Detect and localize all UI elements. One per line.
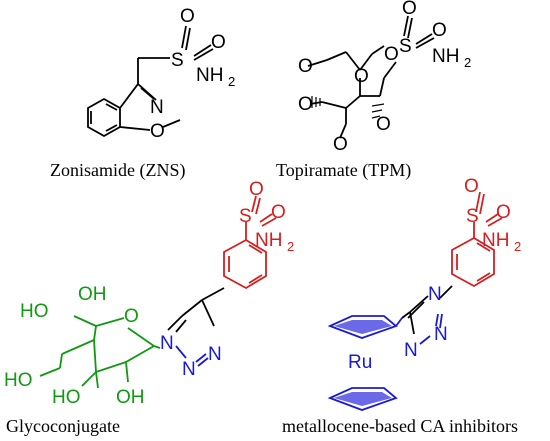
tpm-o-left: O <box>298 94 313 115</box>
tpm-o1-atom: O <box>402 0 417 19</box>
glyco-benzenesulfonamide <box>223 195 277 290</box>
glyco-n2-atom: N <box>182 359 196 380</box>
zns-o-atom: O <box>150 121 165 142</box>
tpm-o-upper-left: O <box>298 56 313 77</box>
glyco-sugar <box>39 315 161 389</box>
tpm-o-right: O <box>376 114 391 135</box>
metallocene-triazole-n <box>419 313 443 345</box>
zns-s-atom: S <box>171 50 184 71</box>
glyco-oh-top: OH <box>78 284 107 305</box>
glyco-nh-subscript: 2 <box>287 239 294 254</box>
glyco-ho-mid: HO <box>4 370 33 391</box>
metallo-o2-atom: O <box>496 202 511 223</box>
glyco-triazole-n <box>175 345 209 367</box>
glyco-n1-atom: N <box>160 333 174 354</box>
tpm-s-atom: S <box>399 36 412 57</box>
metallo-n2-atom: N <box>434 324 448 345</box>
metallocene-benzenesulfonamide <box>451 191 503 288</box>
glyco-ho-left: HO <box>20 301 49 322</box>
glyco-n3-atom: N <box>208 344 222 365</box>
zns-o1-atom: O <box>180 6 195 27</box>
glycoconjugate-caption: Glycoconjugate <box>6 416 120 436</box>
tpm-nh-subscript: 2 <box>464 55 471 70</box>
zns-o2-atom: O <box>211 32 226 53</box>
metallocene-caption: metallocene-based CA inhibitors <box>282 416 518 436</box>
glyco-ho-bottom: HO <box>52 387 81 408</box>
metallo-nh-subscript: 2 <box>514 239 521 254</box>
metallo-ru-atom: Ru <box>348 352 372 373</box>
glyco-nh-atom: NH <box>255 230 282 251</box>
tpm-o-bottom: O <box>333 134 348 155</box>
tpm-nh-atom: NH <box>432 46 459 67</box>
zns-nh-atom: NH <box>196 65 223 86</box>
glyco-o1-atom: O <box>249 179 264 200</box>
metallo-n1-atom: N <box>428 284 442 305</box>
metallo-nh-atom: NH <box>482 230 509 251</box>
zonisamide-caption: Zonisamide (ZNS) <box>50 160 185 181</box>
zns-nh-subscript: 2 <box>228 74 235 89</box>
tpm-o-ester: O <box>384 44 399 65</box>
metallo-s-atom: S <box>466 206 479 227</box>
zonisamide-structure <box>87 25 214 138</box>
metallocene-triazole <box>401 285 453 335</box>
metallo-o1-atom: O <box>464 176 479 197</box>
glyco-oh-bottom: OH <box>116 387 145 408</box>
topiramate-structure <box>307 15 435 139</box>
ruthenocene <box>327 315 403 411</box>
metallo-n3-atom: N <box>404 340 418 361</box>
glyco-s-atom: S <box>239 206 252 227</box>
glyco-o2-atom: O <box>271 202 286 223</box>
glyco-o-ring-atom: O <box>124 306 139 327</box>
tpm-o2-atom: O <box>432 20 447 41</box>
topiramate-caption: Topiramate (TPM) <box>276 160 411 181</box>
tpm-o-ring: O <box>354 66 369 87</box>
glyco-triazole <box>167 287 225 333</box>
zns-n-atom: N <box>150 97 164 118</box>
